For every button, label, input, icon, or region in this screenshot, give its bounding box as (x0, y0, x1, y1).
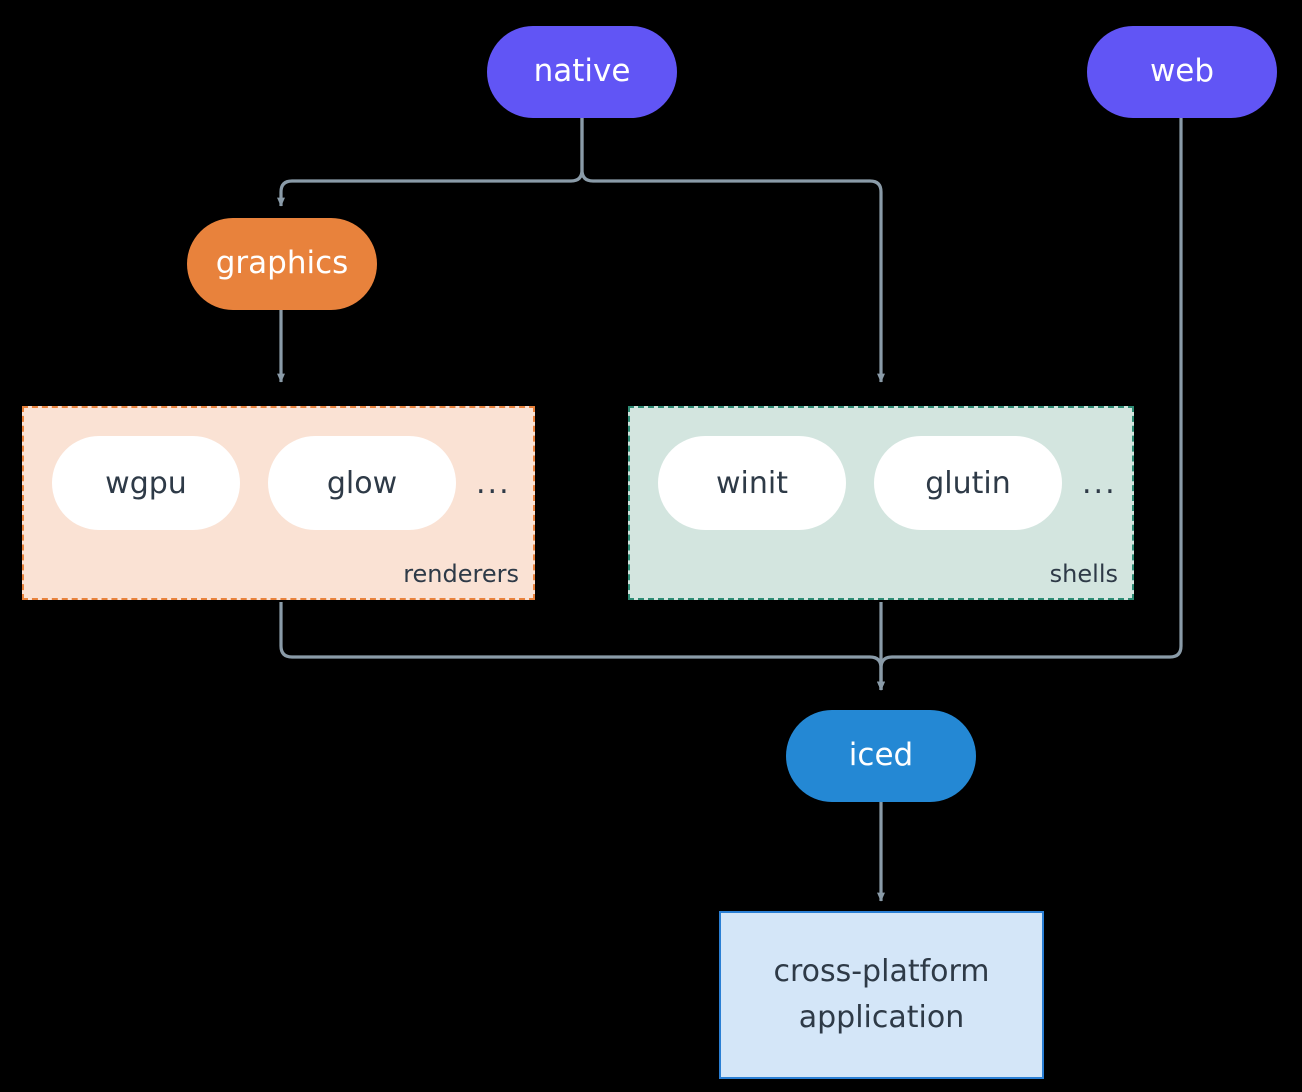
edge-native-shells (580, 118, 885, 383)
edge-web-iced (877, 118, 1183, 691)
shell-item-winit-label: winit (716, 465, 788, 501)
application-label-line2: application (798, 1000, 965, 1035)
application-label-line1: cross-platform (773, 953, 990, 989)
node-native[interactable]: native (487, 26, 677, 118)
node-iced-label: iced (848, 737, 914, 774)
node-graphics[interactable]: graphics (187, 218, 377, 310)
node-web[interactable]: web (1087, 26, 1277, 118)
shell-item-glutin-label: glutin (925, 465, 1011, 501)
renderer-item-wgpu-label: wgpu (105, 465, 187, 501)
renderer-item-glow-label: glow (326, 465, 398, 501)
node-native-label: native (533, 53, 631, 90)
edge-renderers-iced (279, 602, 885, 691)
node-graphics-label: graphics (215, 245, 349, 282)
group-renderers-label: renderers (403, 560, 519, 588)
shell-item-winit[interactable]: winit (658, 436, 846, 530)
shell-item-glutin[interactable]: glutin (874, 436, 1062, 530)
group-renderers: wgpu glow ... renderers (22, 406, 535, 600)
group-shells: winit glutin ... shells (628, 406, 1134, 600)
node-web-label: web (1149, 53, 1215, 90)
renderer-item-wgpu[interactable]: wgpu (52, 436, 240, 530)
renderers-overflow-ellipsis: ... (476, 465, 511, 501)
renderer-item-glow[interactable]: glow (268, 436, 456, 530)
shells-overflow-ellipsis: ... (1082, 465, 1117, 501)
group-shells-label: shells (1049, 560, 1118, 588)
node-cross-platform-application[interactable]: cross-platform application (719, 911, 1044, 1079)
node-iced[interactable]: iced (786, 710, 976, 802)
edge-native-graphics (277, 118, 584, 207)
